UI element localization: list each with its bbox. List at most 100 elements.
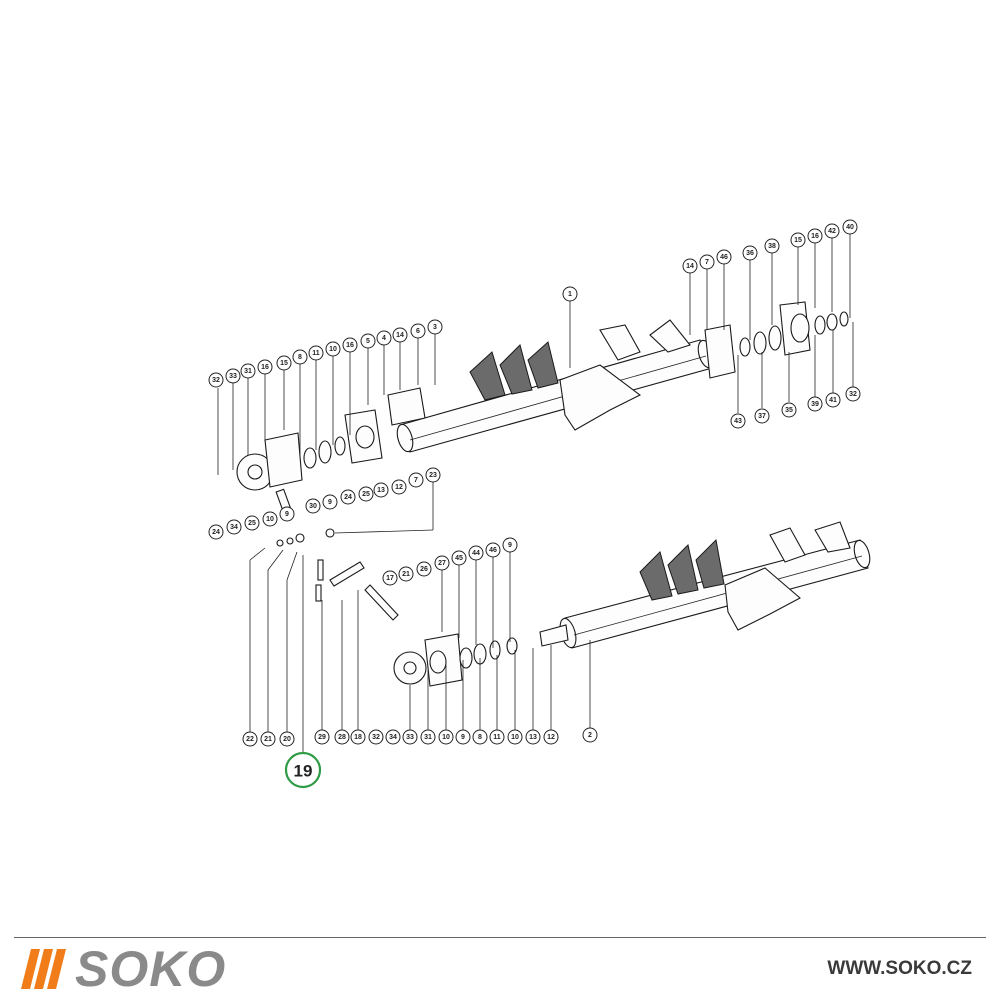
callout-c33b[interactable]: 33 [402, 729, 418, 745]
callout-c14b[interactable]: 14 [392, 327, 408, 343]
callout-circle [368, 729, 384, 745]
callout-c10d[interactable]: 10 [507, 729, 523, 745]
callout-c11a[interactable]: 11 [308, 345, 324, 361]
callout-c32a[interactable]: 32 [845, 386, 861, 402]
callout-c21b[interactable]: 21 [260, 731, 276, 747]
callout-c27[interactable]: 27 [434, 555, 450, 571]
callout-label: 8 [298, 354, 302, 361]
callout-label: 28 [338, 734, 346, 741]
callout-c9d[interactable]: 9 [455, 729, 471, 745]
callout-c12b[interactable]: 12 [543, 729, 559, 745]
callout-c45[interactable]: 45 [451, 550, 467, 566]
callout-c32c[interactable]: 32 [368, 729, 384, 745]
callout-circle [427, 319, 443, 335]
callout-c2[interactable]: 2 [582, 727, 598, 743]
callout-label: 10 [442, 734, 450, 741]
callout-c32b[interactable]: 32 [208, 372, 224, 388]
callout-c44[interactable]: 44 [468, 545, 484, 561]
callout-c9a[interactable]: 9 [322, 494, 338, 510]
callout-c10a[interactable]: 10 [325, 341, 341, 357]
callout-c15b[interactable]: 15 [276, 355, 292, 371]
callout-c24a[interactable]: 24 [340, 489, 356, 505]
callout-c21a[interactable]: 21 [398, 566, 414, 582]
callout-c33a[interactable]: 33 [225, 368, 241, 384]
callout-c9b[interactable]: 9 [279, 506, 295, 522]
callout-c4[interactable]: 4 [376, 330, 392, 346]
callout-c28[interactable]: 28 [334, 729, 350, 745]
callout-label: 9 [461, 734, 465, 741]
callout-c43[interactable]: 43 [730, 413, 746, 429]
callout-label: 35 [785, 407, 793, 414]
highlighted-callout-label: 19 [294, 762, 313, 781]
callout-circle [438, 729, 454, 745]
callout-c25a[interactable]: 25 [358, 486, 374, 502]
callout-c22[interactable]: 22 [242, 731, 258, 747]
callout-label: 20 [283, 736, 291, 743]
callout-c42[interactable]: 42 [824, 223, 840, 239]
callout-c41[interactable]: 41 [825, 392, 841, 408]
callout-label: 11 [493, 734, 501, 741]
callout-label: 6 [416, 328, 420, 335]
callout-c36[interactable]: 36 [742, 245, 758, 261]
callout-label: 36 [746, 250, 754, 257]
callout-label: 15 [794, 237, 802, 244]
callout-c10c[interactable]: 10 [438, 729, 454, 745]
callout-c10b[interactable]: 10 [262, 511, 278, 527]
callout-c29[interactable]: 29 [314, 729, 330, 745]
callout-c15a[interactable]: 15 [790, 232, 806, 248]
callout-circle [257, 359, 273, 375]
callout-label: 37 [758, 413, 766, 420]
callout-c9c[interactable]: 9 [502, 537, 518, 553]
callout-label: 24 [212, 529, 220, 536]
callout-c30[interactable]: 30 [305, 498, 321, 514]
callout-c34b[interactable]: 34 [385, 729, 401, 745]
callout-circle [260, 731, 276, 747]
callout-c7b[interactable]: 7 [408, 472, 424, 488]
callout-c18[interactable]: 18 [350, 729, 366, 745]
callout-label: 8 [478, 734, 482, 741]
callout-c40[interactable]: 40 [842, 219, 858, 235]
callout-circle [485, 542, 501, 558]
callout-c34a[interactable]: 34 [226, 519, 242, 535]
callout-c3[interactable]: 3 [427, 319, 443, 335]
callout-c23[interactable]: 23 [425, 467, 441, 483]
callout-c11b[interactable]: 11 [489, 729, 505, 745]
callout-c38[interactable]: 38 [764, 238, 780, 254]
callout-c24b[interactable]: 24 [208, 524, 224, 540]
callout-c26[interactable]: 26 [416, 561, 432, 577]
soko-logo[interactable]: SOKO [21, 944, 226, 994]
callout-c8a[interactable]: 8 [292, 349, 308, 365]
highlighted-callout[interactable]: 19 [284, 751, 322, 789]
callout-c37[interactable]: 37 [754, 408, 770, 424]
callout-c12a[interactable]: 12 [391, 479, 407, 495]
callout-c16c[interactable]: 16 [257, 359, 273, 375]
callout-label: 10 [266, 516, 274, 523]
callout-label: 15 [280, 360, 288, 367]
callout-c39[interactable]: 39 [807, 396, 823, 412]
callout-label: 25 [248, 520, 256, 527]
callout-c13a[interactable]: 13 [373, 482, 389, 498]
callout-c46a[interactable]: 46 [716, 249, 732, 265]
callout-c25b[interactable]: 25 [244, 515, 260, 531]
callout-c6[interactable]: 6 [410, 323, 426, 339]
callout-c16b[interactable]: 16 [342, 337, 358, 353]
callout-c13b[interactable]: 13 [525, 729, 541, 745]
callout-c5[interactable]: 5 [360, 333, 376, 349]
website-url-link[interactable]: WWW.SOKO.CZ [827, 958, 972, 979]
callout-c35[interactable]: 35 [781, 402, 797, 418]
callout-c31b[interactable]: 31 [420, 729, 436, 745]
callout-label: 21 [264, 736, 272, 743]
callout-c7a[interactable]: 7 [699, 254, 715, 270]
callout-c31a[interactable]: 31 [240, 363, 256, 379]
callout-c1[interactable]: 1 [562, 286, 578, 302]
callout-label: 26 [420, 566, 428, 573]
callout-c14a[interactable]: 14 [682, 258, 698, 274]
callout-c8b[interactable]: 8 [472, 729, 488, 745]
callout-circle [507, 729, 523, 745]
callout-c16a[interactable]: 16 [807, 228, 823, 244]
callout-c20[interactable]: 20 [279, 731, 295, 747]
callout-circle [410, 323, 426, 339]
callout-c46b[interactable]: 46 [485, 542, 501, 558]
callout-c17[interactable]: 17 [382, 570, 398, 586]
callout-circle [582, 727, 598, 743]
